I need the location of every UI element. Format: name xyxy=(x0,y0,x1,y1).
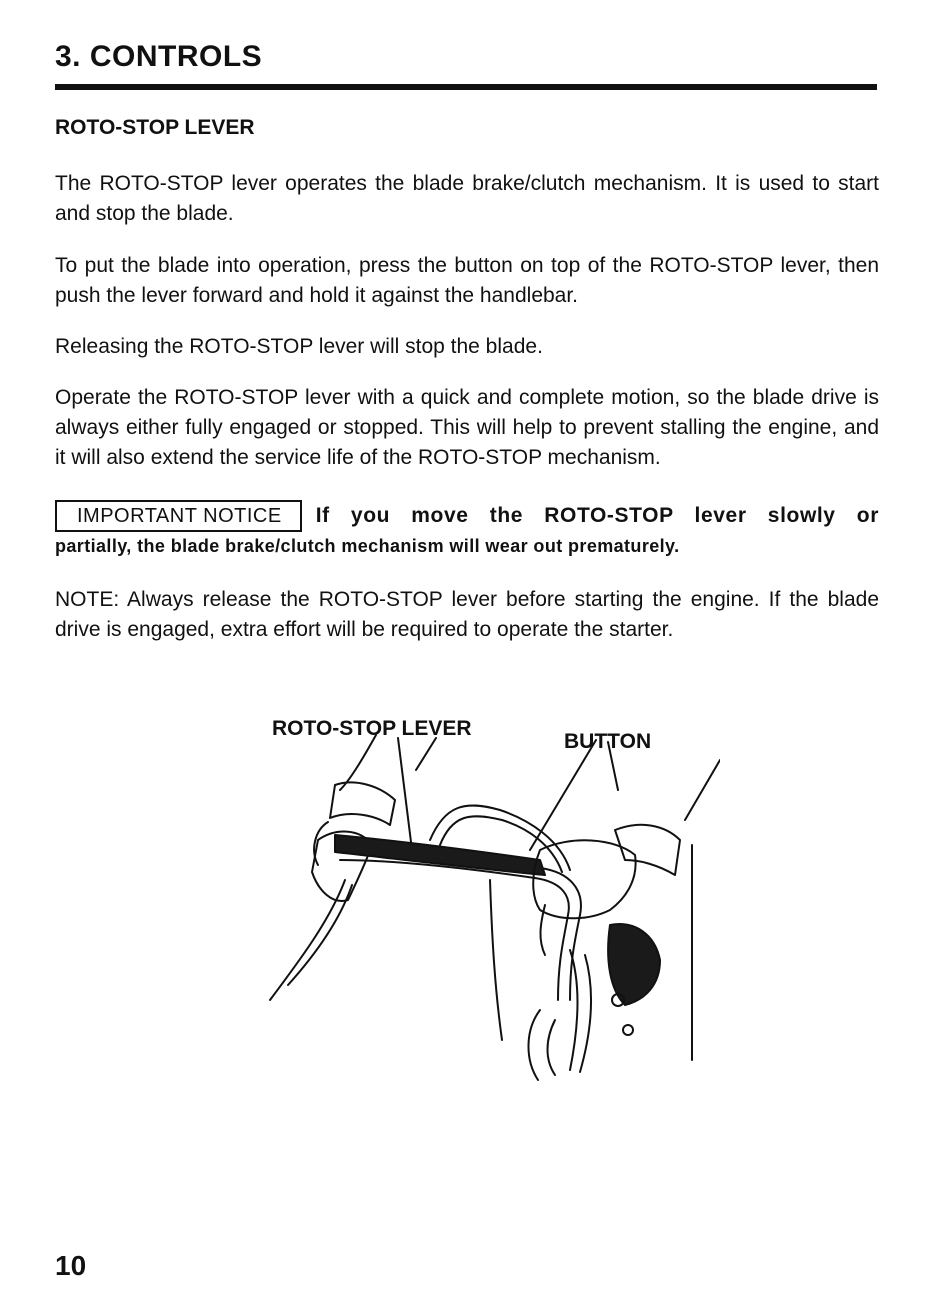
left-sleeve xyxy=(329,781,396,826)
button-housing xyxy=(607,923,661,1006)
right-sleeve xyxy=(614,823,681,876)
upper-frame xyxy=(429,804,571,871)
right-glove xyxy=(532,839,637,920)
important-notice: IMPORTANT NOTICE If you move the ROTO-ST… xyxy=(55,499,879,561)
handle-arm-left xyxy=(269,879,346,1001)
paragraph-release: Releasing the ROTO-STOP lever will stop … xyxy=(55,335,543,358)
paragraph-quick-motion: Operate the ROTO-STOP lever with a quick… xyxy=(55,386,879,469)
notice-text-line1: If you move the ROTO-STOP lever slowly o… xyxy=(315,504,879,527)
roto-stop-lever-bar xyxy=(334,834,546,876)
title-divider xyxy=(55,84,877,90)
sub-heading: ROTO-STOP LEVER xyxy=(55,116,255,139)
page-number: 10 xyxy=(55,1250,87,1281)
paragraph-note: NOTE: Always release the ROTO-STOP lever… xyxy=(55,588,879,641)
lower-linkage xyxy=(569,949,579,1071)
roto-stop-illustration xyxy=(269,734,720,1081)
label-button: BUTTON xyxy=(564,730,652,753)
leader-line-button xyxy=(529,739,597,851)
section-title: 3. CONTROLS xyxy=(55,40,263,73)
leader-line-lever-arrow xyxy=(397,737,413,851)
handle-arm-center xyxy=(489,879,503,1041)
paragraph-lever-purpose: The ROTO-STOP lever operates the blade b… xyxy=(55,172,879,225)
notice-text-line2: partially, the blade brake/clutch mechan… xyxy=(55,536,680,556)
paragraph-operation: To put the blade into operation, press t… xyxy=(55,254,879,307)
leader-line-lever xyxy=(339,734,377,791)
label-roto-stop-lever: ROTO-STOP LEVER xyxy=(272,717,472,740)
leader-line-lever-right xyxy=(415,737,437,771)
left-glove xyxy=(311,830,373,902)
notice-label-box: IMPORTANT NOTICE xyxy=(55,500,302,532)
